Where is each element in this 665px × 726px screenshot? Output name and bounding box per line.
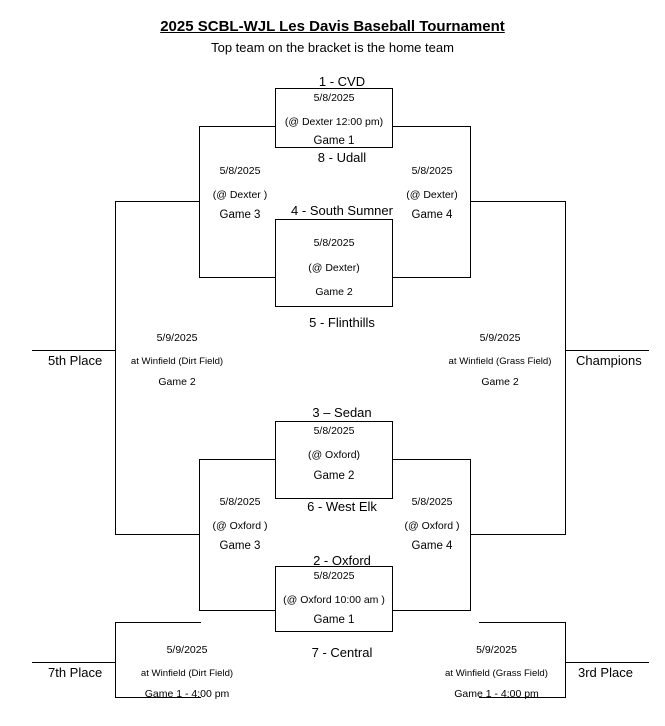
lower-game2-details: 5/8/2025 (@ Oxford) Game 2 — [275, 426, 393, 483]
fifth-place-label: 5th Place — [48, 353, 103, 368]
upper-game1-number: Game 1 — [313, 135, 355, 147]
upper-game4-number: Game 4 — [411, 209, 453, 221]
upper-game3-location: (@ Dexter ) — [212, 188, 268, 201]
champions-label: Champions — [576, 353, 642, 368]
lower-game3-location: (@ Oxford ) — [212, 519, 268, 532]
upper-game1-bottom-team: 8 - Udall — [317, 150, 367, 165]
champions-details: 5/9/2025 at Winfield (Grass Field) Game … — [435, 333, 565, 388]
seventh-place-top-hline — [115, 622, 201, 623]
fifth-place-bottom-hline — [115, 534, 176, 535]
lower-game2-box — [275, 421, 393, 499]
upper-game2-bottom-team: 5 - Flinthills — [309, 315, 375, 330]
seventh-place-location: at Winfield (Dirt Field) — [140, 667, 234, 679]
fifth-place-game: Game 2 — [158, 376, 196, 389]
lower-game1-details: 5/8/2025 (@ Oxford 10:00 am ) Game 1 — [272, 571, 396, 627]
lower-right-connector-vline — [470, 459, 471, 611]
third-place-location: at Winfield (Grass Field) — [445, 667, 548, 679]
fifth-place-details: 5/9/2025 at Winfield (Dirt Field) Game 2 — [112, 333, 242, 388]
lower-right-connector-top — [393, 459, 471, 460]
fifth-place-date: 5/9/2025 — [156, 332, 198, 344]
lower-left-connector-stub — [175, 534, 200, 535]
seventh-place-bottom-hline — [115, 697, 201, 698]
upper-game2-top-team: 4 - South Sumner — [291, 203, 393, 218]
upper-right-connector-bottom — [393, 277, 471, 278]
third-place-top-hline — [479, 622, 566, 623]
page-subtitle: Top team on the bracket is the home team — [211, 40, 454, 55]
upper-left-connector-vline — [199, 126, 200, 278]
champions-bottom-hline — [496, 534, 566, 535]
champions-result-line — [565, 350, 649, 351]
lower-left-connector-top — [199, 459, 276, 460]
third-place-vline — [565, 622, 566, 698]
seventh-place-label: 7th Place — [48, 665, 103, 680]
third-place-date: 5/9/2025 — [476, 644, 517, 656]
fifth-place-top-hline — [115, 201, 176, 202]
upper-game4-date: 5/8/2025 — [411, 165, 453, 177]
champions-game: Game 2 — [481, 376, 519, 389]
lower-game1-location: (@ Oxford 10:00 am ) — [283, 593, 385, 606]
third-place-label: 3rd Place — [578, 665, 633, 680]
lower-game4-date: 5/8/2025 — [411, 496, 453, 508]
upper-game4-location: (@ Dexter) — [406, 188, 458, 201]
upper-left-connector-stub — [175, 201, 200, 202]
lower-right-connector-bottom — [393, 610, 471, 611]
lower-left-connector-bottom — [199, 610, 276, 611]
lower-game2-bottom-team: 6 - West Elk — [307, 499, 377, 514]
upper-left-connector-top — [199, 126, 276, 127]
lower-game1-top-team: 2 - Oxford — [313, 553, 371, 568]
lower-game4-number: Game 4 — [411, 540, 453, 552]
champions-vline — [565, 201, 566, 534]
lower-right-connector-stub — [470, 534, 496, 535]
lower-game2-location: (@ Oxford) — [307, 448, 361, 461]
upper-right-connector-top — [393, 126, 471, 127]
champions-date: 5/9/2025 — [479, 332, 521, 344]
page-title: 2025 SCBL-WJL Les Davis Baseball Tournam… — [160, 18, 505, 35]
seventh-place-date: 5/9/2025 — [166, 644, 208, 656]
lower-game4-details: 5/8/2025 (@ Oxford ) Game 4 — [388, 497, 476, 553]
upper-right-connector-stub — [470, 201, 496, 202]
upper-game1-location: (@ Dexter 12:00 pm) — [284, 115, 384, 128]
lower-game3-number: Game 3 — [219, 540, 261, 552]
fifth-place-location: at Winfield (Dirt Field) — [130, 355, 224, 367]
upper-game3-date: 5/8/2025 — [219, 165, 261, 177]
upper-game3-details: 5/8/2025 (@ Dexter ) Game 3 — [196, 166, 284, 222]
lower-game2-date: 5/8/2025 — [313, 425, 355, 437]
upper-game2-details: 5/8/2025 (@ Dexter) Game 2 — [275, 238, 393, 298]
upper-game1-box — [275, 88, 393, 148]
upper-game1-date: 5/8/2025 — [313, 92, 355, 104]
seventh-place-game: Game 1 - 4:00 pm — [144, 688, 230, 701]
third-place-bottom-hline — [479, 697, 566, 698]
upper-game3-number: Game 3 — [219, 209, 261, 221]
lower-game3-details: 5/8/2025 (@ Oxford ) Game 3 — [196, 497, 284, 553]
champions-location: at Winfield (Grass Field) — [448, 355, 552, 367]
third-place-details: 5/9/2025 at Winfield (Grass Field) Game … — [428, 645, 565, 700]
lower-game3-date: 5/8/2025 — [219, 496, 261, 508]
upper-game2-location: (@ Dexter) — [308, 261, 360, 274]
lower-game1-bottom-team: 7 - Central — [311, 645, 373, 660]
upper-left-connector-bottom — [199, 277, 276, 278]
upper-game1-top-team: 1 - CVD — [318, 74, 366, 89]
upper-game2-date: 5/8/2025 — [313, 237, 355, 249]
upper-game4-details: 5/8/2025 (@ Dexter) Game 4 — [388, 166, 476, 222]
fifth-place-vline — [115, 201, 116, 534]
lower-left-connector-vline — [199, 459, 200, 611]
upper-right-connector-vline — [470, 126, 471, 278]
lower-game1-number: Game 1 — [313, 614, 355, 626]
third-place-game: Game 1 - 4:00 pm — [454, 688, 539, 701]
upper-game1-details: 5/8/2025 (@ Dexter 12:00 pm) Game 1 — [275, 93, 393, 148]
lower-game1-box — [275, 566, 393, 632]
lower-game2-number: Game 2 — [313, 470, 355, 482]
upper-game2-box — [275, 219, 393, 307]
lower-game4-location: (@ Oxford ) — [404, 519, 460, 532]
seventh-place-vline — [115, 622, 116, 698]
champions-top-hline — [496, 201, 566, 202]
seventh-place-result-line — [32, 662, 116, 663]
fifth-place-result-line — [32, 350, 116, 351]
upper-game2-number: Game 2 — [315, 286, 353, 298]
seventh-place-details: 5/9/2025 at Winfield (Dirt Field) Game 1… — [112, 645, 262, 700]
lower-game2-top-team: 3 – Sedan — [312, 405, 372, 420]
third-place-result-line — [565, 662, 649, 663]
lower-game1-date: 5/8/2025 — [313, 570, 355, 582]
